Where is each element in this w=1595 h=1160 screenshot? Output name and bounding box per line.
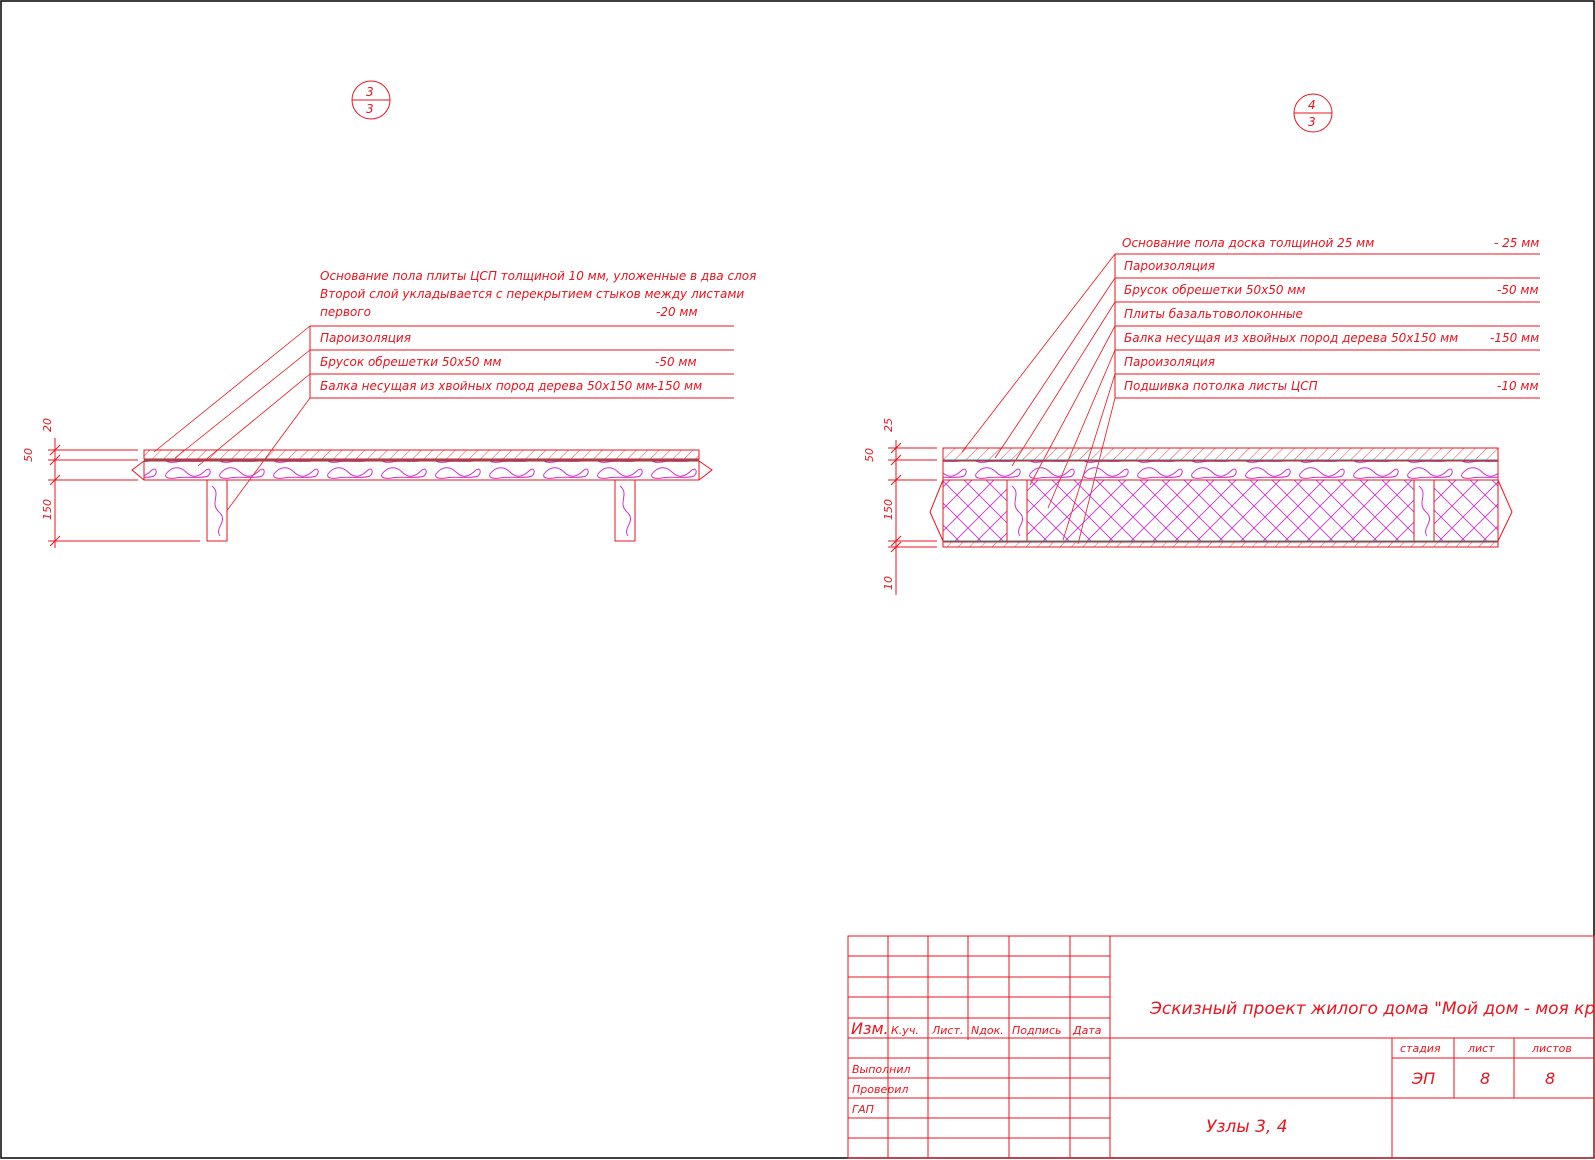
node-4-note-4: Плиты базальтоволоконные	[1124, 307, 1303, 321]
node-4-marker-bottom: 3	[1308, 115, 1316, 129]
node-4-batten-layer	[942, 460, 1499, 481]
node-4-floor-layer	[942, 447, 1499, 461]
header-kuch: К.уч.	[891, 1024, 919, 1037]
node-4-note-3: Брусок обрешетки 50х50 мм	[1124, 283, 1305, 297]
header-list: Лист.	[931, 1024, 963, 1037]
node-4-note-7: Подшивка потолка листы ЦСП	[1124, 379, 1318, 393]
project-title: Эскизный проект жилого дома "Мой дом - м…	[1149, 999, 1595, 1019]
node-4-dim-25: 25	[882, 418, 895, 432]
node-3-note-1-line-3: первого	[320, 305, 371, 319]
node-3-note-2: Пароизоляция	[320, 331, 411, 345]
node-3-batten-layer	[143, 460, 700, 481]
header-data: Дата	[1072, 1024, 1102, 1037]
node-4-dim-150: 150	[882, 499, 895, 520]
sheet-value: 8	[1480, 1069, 1490, 1088]
node-4-dimensions	[888, 440, 937, 595]
node-4-note-1: Основание пола доска толщиной 25 мм	[1122, 236, 1374, 250]
title-block	[847, 935, 1595, 1159]
node-3-note-3-value: -50 мм	[655, 355, 697, 369]
node-3-dimensions	[48, 438, 200, 548]
node-4-note-1-value: - 25 мм	[1494, 236, 1539, 250]
stage-value: ЭП	[1411, 1069, 1435, 1088]
node-3-floor-layer	[143, 449, 700, 460]
header-izm: Изм.	[851, 1019, 889, 1038]
sheets-value: 8	[1545, 1069, 1555, 1088]
node-3-note-1-value: -20 мм	[656, 305, 698, 319]
sheets-label: листов	[1531, 1042, 1572, 1055]
node-3-dim-50: 50	[22, 448, 35, 462]
node-3-detail: 3 3 Основание пола плиты ЦСП толщиной 10…	[22, 80, 756, 548]
drawing-title: Узлы 3, 4	[1206, 1117, 1288, 1137]
node-3-note-4-value: -150 мм	[653, 379, 702, 393]
node-3-dim-150: 150	[41, 499, 54, 520]
node-4-dim-10: 10	[882, 576, 895, 590]
node-3-dim-20: 20	[41, 418, 54, 432]
node-4-note-5-value: -150 мм	[1490, 331, 1539, 345]
node-3-note-1-line-2: Второй слой укладывается с перекрытием с…	[320, 287, 744, 301]
node-3-marker: 3 3	[351, 80, 391, 120]
node-4-note-2: Пароизоляция	[1124, 259, 1215, 273]
stage-label: стадия	[1400, 1042, 1441, 1055]
node-4-note-6: Пароизоляция	[1124, 355, 1215, 369]
node-4-dim-50: 50	[863, 448, 876, 462]
sheet-label: лист	[1467, 1042, 1495, 1055]
node-4-detail: 4 3 Основание пола доска толщиной 25 мм …	[863, 93, 1540, 595]
node-4-marker-top: 4	[1308, 98, 1316, 112]
node-3-note-3: Брусок обрешетки 50х50 мм	[320, 355, 501, 369]
node-3-note-4: Балка несущая из хвойных пород дерева 50…	[320, 379, 654, 393]
node-4-note-5: Балка несущая из хвойных пород дерева 50…	[1124, 331, 1458, 345]
role-gap: ГАП	[852, 1103, 874, 1116]
node-3-note-1-line-1: Основание пола плиты ЦСП толщиной 10 мм,…	[320, 269, 756, 283]
node-4-note-3-value: -50 мм	[1497, 283, 1539, 297]
node-4-ceiling-layer	[942, 541, 1499, 548]
node-3-marker-bottom: 3	[366, 102, 374, 116]
header-podpis: Подпись	[1012, 1024, 1061, 1037]
header-ndok: Nдок.	[971, 1024, 1004, 1037]
node-4-insulation-layer	[942, 479, 1499, 542]
node-4-marker: 4 3	[1293, 93, 1333, 133]
role-vypolnil: Выполнил	[852, 1063, 911, 1076]
role-proveril: Проверил	[852, 1083, 908, 1096]
node-3-marker-top: 3	[366, 85, 374, 99]
node-4-note-7-value: -10 мм	[1497, 379, 1539, 393]
